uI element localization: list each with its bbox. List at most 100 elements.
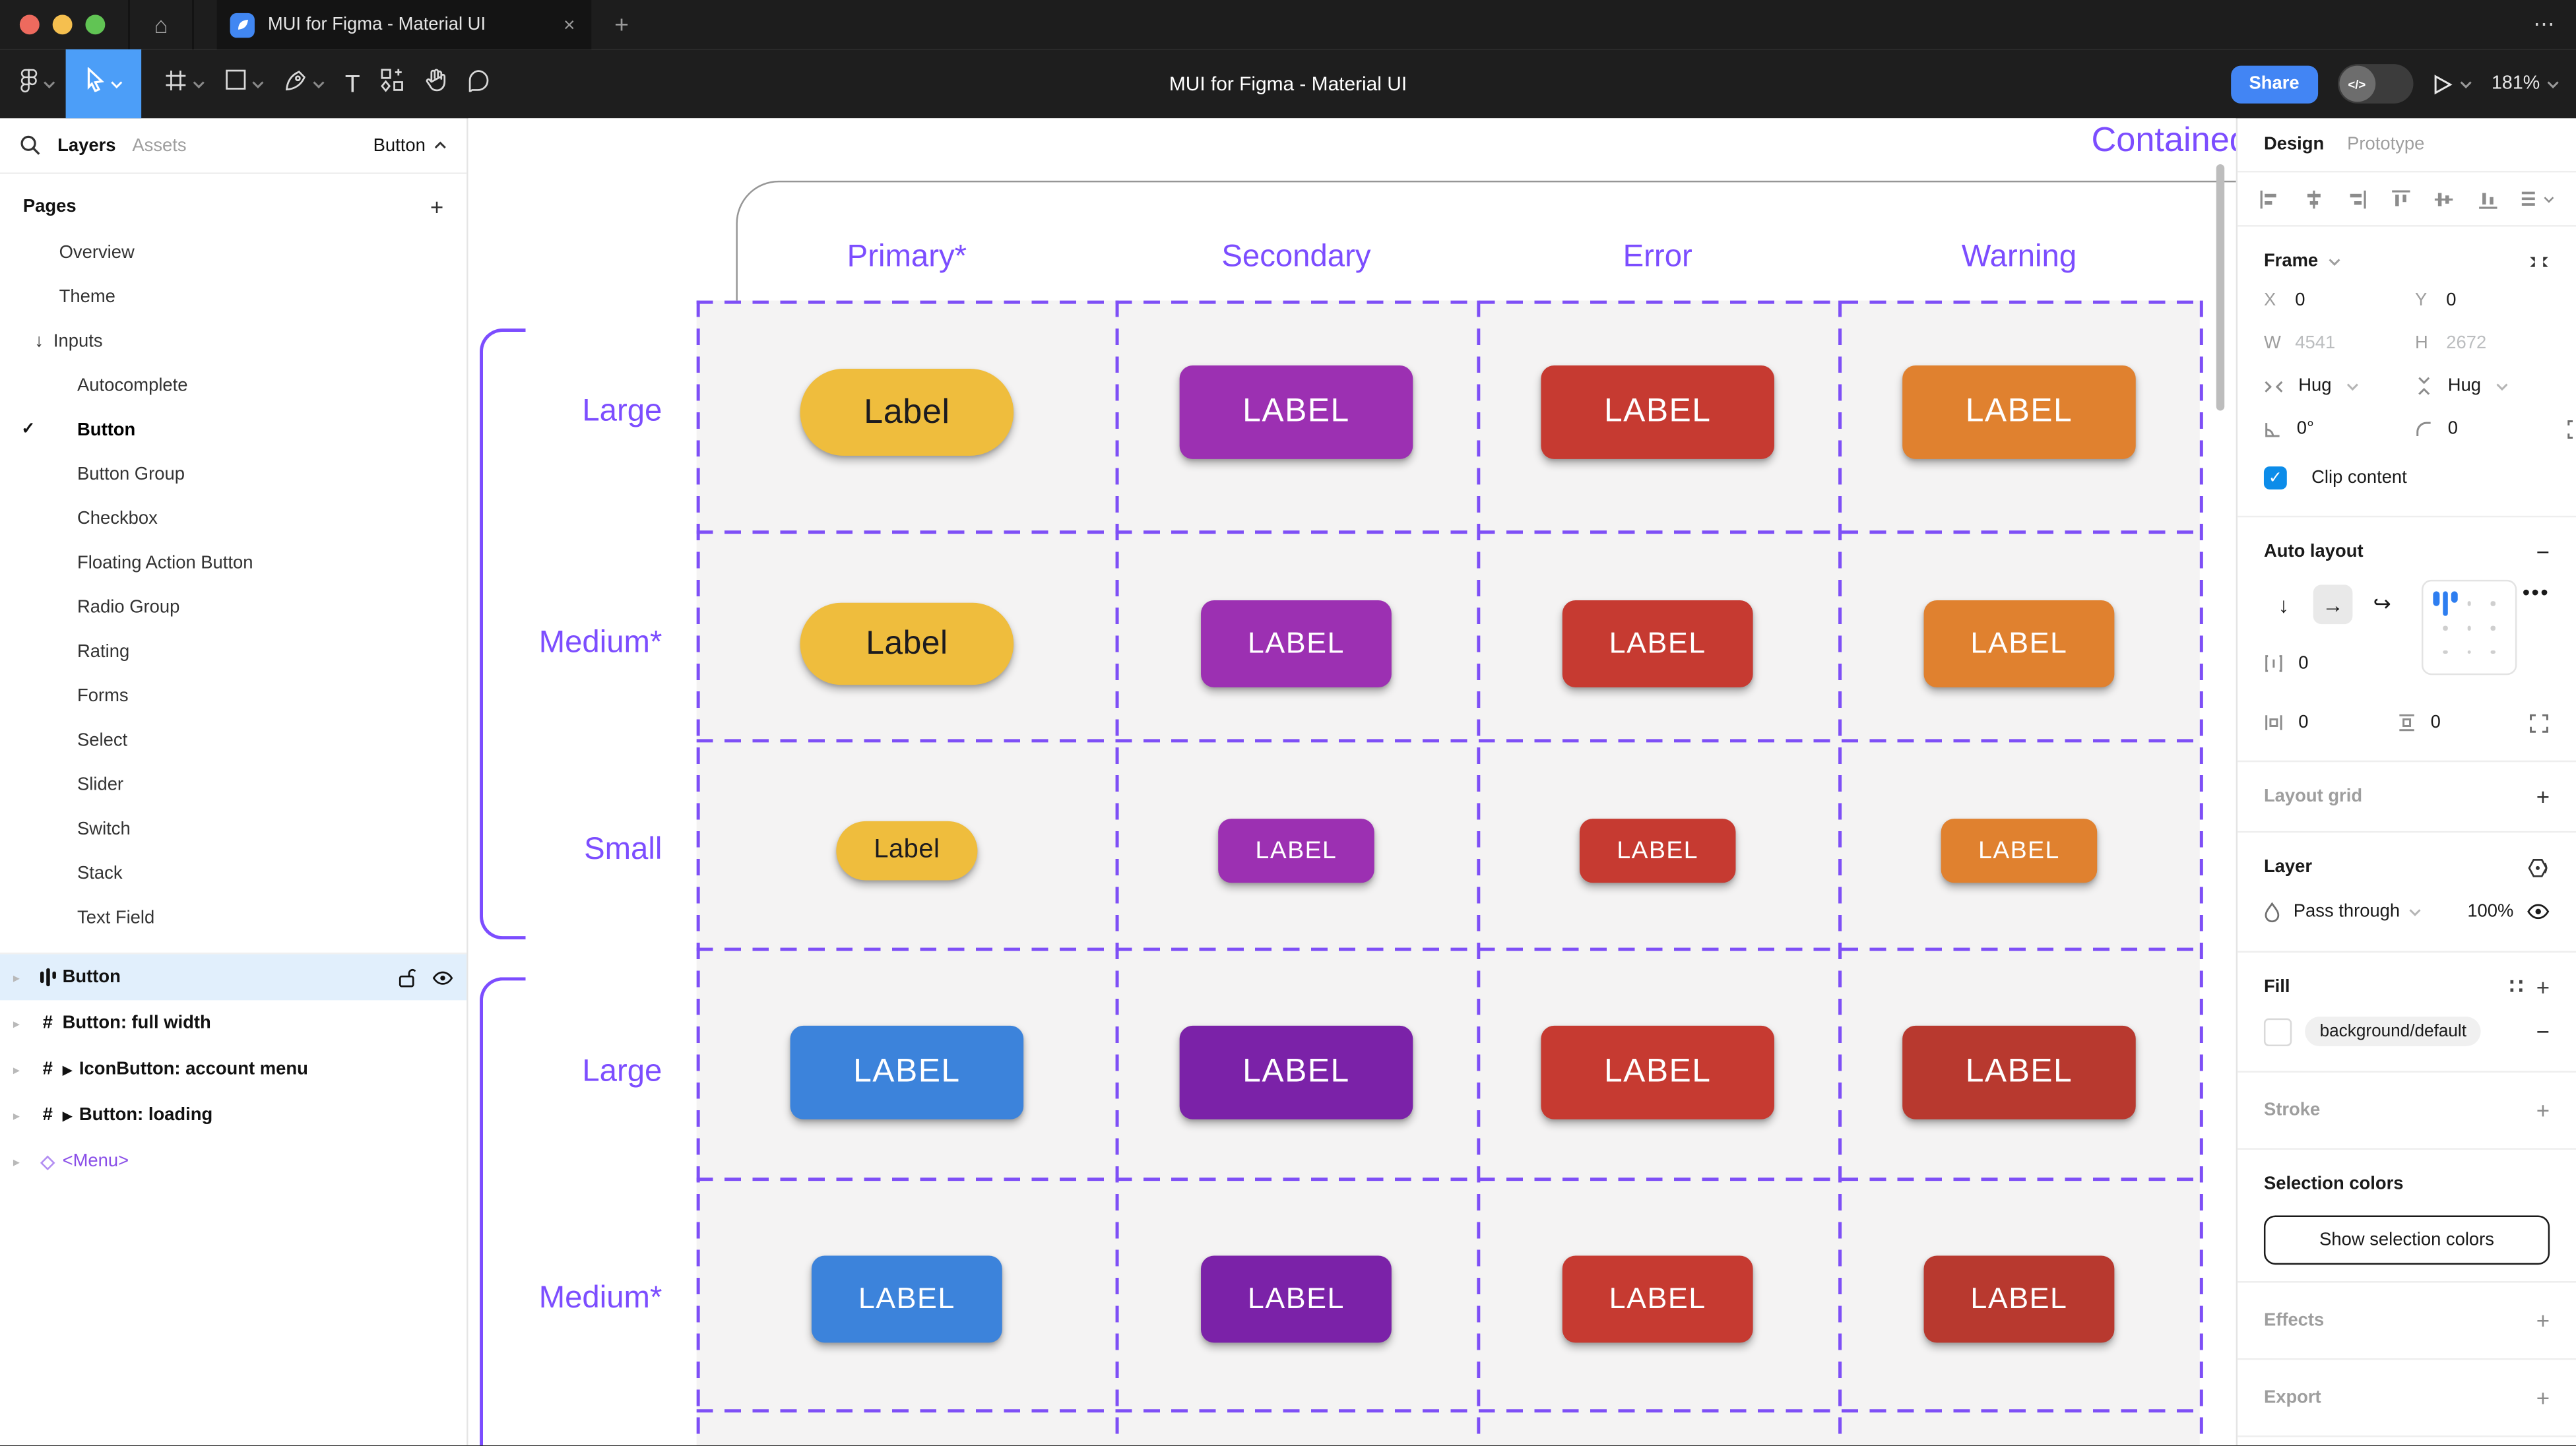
- maximize-window-button[interactable]: [85, 15, 106, 35]
- expand-chevron-icon[interactable]: ▸: [13, 1015, 20, 1031]
- move-tool-button[interactable]: [65, 49, 142, 119]
- canvas-vertical-scrollbar[interactable]: [2216, 164, 2225, 411]
- layout-wrap-icon[interactable]: ↩: [2373, 591, 2391, 616]
- page-item-autocomplete[interactable]: Autocomplete: [0, 363, 467, 407]
- add-stroke-button[interactable]: +: [2536, 1097, 2550, 1124]
- collapse-frame-icon[interactable]: [2528, 251, 2550, 272]
- horizontal-resizing-dropdown[interactable]: Hug: [2264, 376, 2405, 396]
- blend-mode-dropdown[interactable]: Pass through: [2294, 902, 2422, 922]
- tab-prototype[interactable]: Prototype: [2347, 135, 2425, 155]
- button-large-warning[interactable]: LABEL: [1902, 365, 2136, 459]
- align-right-icon[interactable]: [2346, 188, 2367, 209]
- independent-corners-icon[interactable]: [2566, 418, 2576, 439]
- text-tool-button[interactable]: T: [335, 49, 370, 119]
- rotation-field[interactable]: 0°: [2264, 419, 2405, 439]
- shape-tool-button[interactable]: [215, 49, 274, 119]
- resources-tool-button[interactable]: [370, 49, 414, 119]
- distribute-menu[interactable]: [2520, 189, 2554, 208]
- page-item-forms[interactable]: Forms: [0, 674, 467, 718]
- button-large-primary[interactable]: Label: [800, 368, 1014, 456]
- button-large-secondary[interactable]: LABEL: [1179, 365, 1413, 459]
- add-layout-grid-button[interactable]: +: [2536, 783, 2550, 810]
- dev-mode-toggle[interactable]: </>: [2336, 64, 2413, 104]
- layer-row-iconbutton-account-menu[interactable]: ▸#▶IconButton: account menu: [0, 1046, 467, 1092]
- expand-chevron-icon[interactable]: ▸: [13, 1108, 20, 1123]
- vertical-padding-field[interactable]: 0: [2396, 713, 2528, 732]
- layout-vertical-icon[interactable]: ↓: [2278, 592, 2289, 617]
- individual-padding-icon[interactable]: [2528, 712, 2550, 733]
- button-large-primary[interactable]: LABEL: [790, 1025, 1024, 1119]
- page-item-checkbox[interactable]: Checkbox: [0, 496, 467, 540]
- align-left-icon[interactable]: [2259, 188, 2280, 209]
- file-title[interactable]: MUI for Figma - Material UI: [1169, 72, 1407, 96]
- visibility-eye-icon[interactable]: [432, 970, 453, 984]
- button-large-error[interactable]: LABEL: [1541, 1025, 1774, 1119]
- visibility-eye-icon[interactable]: [2527, 903, 2550, 920]
- button-small-warning[interactable]: LABEL: [1941, 819, 2098, 883]
- hand-tool-button[interactable]: [414, 49, 457, 119]
- button-medium-error[interactable]: LABEL: [1562, 600, 1753, 687]
- layout-horizontal-icon[interactable]: →: [2313, 584, 2353, 625]
- button-medium-primary[interactable]: LABEL: [811, 1255, 1002, 1343]
- pen-tool-button[interactable]: [274, 49, 335, 119]
- page-item-select[interactable]: Select: [0, 718, 467, 762]
- button-medium-error[interactable]: LABEL: [1562, 1255, 1753, 1343]
- page-item-stack[interactable]: Stack: [0, 851, 467, 895]
- button-large-error[interactable]: LABEL: [1541, 365, 1774, 459]
- page-selector[interactable]: Button: [373, 135, 447, 155]
- frame-section-title[interactable]: Frame: [2263, 251, 2319, 271]
- remove-fill-button[interactable]: −: [2536, 1018, 2550, 1045]
- button-small-error[interactable]: LABEL: [1579, 819, 1736, 883]
- button-large-secondary[interactable]: LABEL: [1179, 1025, 1413, 1119]
- auto-layout-options-icon[interactable]: •••: [2522, 579, 2550, 605]
- align-horizontal-center-icon[interactable]: [2302, 188, 2323, 209]
- horizontal-padding-field[interactable]: 0: [2264, 713, 2396, 732]
- page-item-floating-action-button[interactable]: Floating Action Button: [0, 540, 467, 584]
- add-export-button[interactable]: +: [2536, 1384, 2550, 1411]
- show-selection-colors-button[interactable]: Show selection colors: [2263, 1215, 2550, 1265]
- fill-color-swatch[interactable]: [2263, 1017, 2292, 1046]
- button-small-primary[interactable]: Label: [836, 821, 978, 881]
- new-tab-button[interactable]: +: [614, 11, 629, 39]
- align-bottom-icon[interactable]: [2476, 188, 2497, 209]
- page-item-button[interactable]: ✓Button: [0, 407, 467, 451]
- button-medium-warning[interactable]: LABEL: [1923, 600, 2115, 687]
- page-item-text-field[interactable]: Text Field: [0, 895, 467, 939]
- align-top-icon[interactable]: [2389, 188, 2410, 209]
- frame-tool-button[interactable]: [154, 49, 215, 119]
- search-icon[interactable]: [20, 135, 41, 156]
- expand-chevron-icon[interactable]: ▸: [13, 1061, 20, 1077]
- page-item-inputs[interactable]: ↓Inputs: [0, 319, 467, 363]
- tab-layers[interactable]: Layers: [57, 135, 116, 156]
- alignment-widget[interactable]: [2421, 579, 2517, 676]
- minimize-window-button[interactable]: [52, 15, 73, 35]
- window-overflow-menu[interactable]: ⋯: [2533, 11, 2557, 36]
- fill-style-chip[interactable]: background/default: [2305, 1017, 2482, 1047]
- styles-icon[interactable]: ∷: [2509, 974, 2523, 999]
- gap-field[interactable]: 0: [2264, 639, 2422, 689]
- file-tab[interactable]: MUI for Figma - Material UI ×: [216, 0, 592, 49]
- tab-design[interactable]: Design: [2263, 135, 2325, 155]
- button-small-secondary[interactable]: LABEL: [1218, 819, 1374, 883]
- clip-content-checkbox[interactable]: ✓: [2263, 466, 2287, 489]
- layer-row-button-loading[interactable]: ▸#▶Button: loading: [0, 1092, 467, 1139]
- button-medium-secondary[interactable]: LABEL: [1201, 600, 1392, 687]
- page-item-rating[interactable]: Rating: [0, 629, 467, 674]
- page-item-overview[interactable]: Overview: [0, 230, 467, 274]
- add-page-button[interactable]: +: [430, 193, 444, 220]
- zoom-menu[interactable]: 181%: [2492, 74, 2560, 94]
- button-medium-primary[interactable]: Label: [800, 602, 1014, 685]
- page-item-button-group[interactable]: Button Group: [0, 452, 467, 496]
- button-medium-warning[interactable]: LABEL: [1923, 1255, 2115, 1343]
- blend-mode-icon[interactable]: [2527, 856, 2550, 877]
- share-button[interactable]: Share: [2231, 65, 2318, 103]
- button-large-warning[interactable]: LABEL: [1902, 1025, 2136, 1119]
- layer-row--menu-[interactable]: ▸◇<Menu>: [0, 1138, 467, 1184]
- page-item-slider[interactable]: Slider: [0, 762, 467, 806]
- layer-row-button[interactable]: ▸Button: [0, 954, 467, 1001]
